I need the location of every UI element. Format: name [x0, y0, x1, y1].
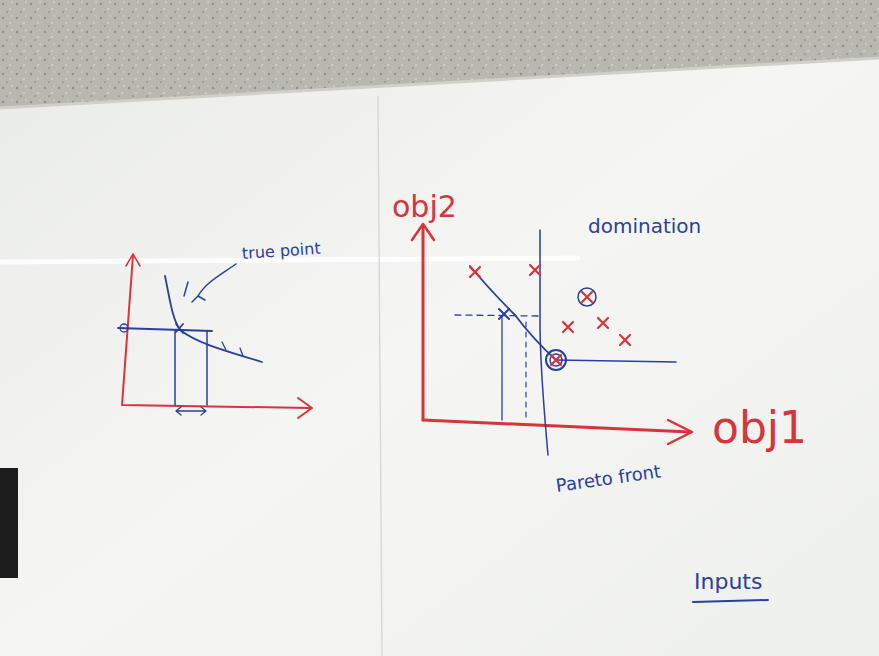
- axis-label: obj2: [392, 190, 457, 223]
- axis-label: obj1: [712, 404, 807, 452]
- heading-label: Inputs: [694, 570, 762, 594]
- annotation-label: domination: [588, 215, 701, 237]
- annotation-label: Pareto front: [555, 461, 663, 495]
- callout-label: true point: [241, 240, 321, 263]
